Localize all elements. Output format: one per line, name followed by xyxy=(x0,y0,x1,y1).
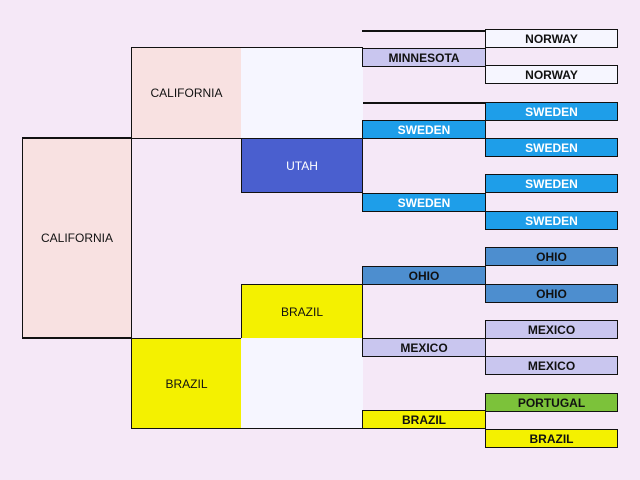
person-gen5-5: SWEDEN xyxy=(485,174,618,193)
person-gen3-3: BRAZIL xyxy=(241,284,363,339)
person-gen4-2: SWEDEN xyxy=(362,120,486,139)
person-gen5-11: PORTUGAL xyxy=(485,393,618,412)
person-gen5-9: MEXICO xyxy=(485,320,618,339)
connector-line xyxy=(362,30,486,32)
person-gen2-1: CALIFORNIA xyxy=(131,47,242,139)
person-gen5-2: NORWAY xyxy=(485,65,618,84)
person-gen2-2: BRAZIL xyxy=(131,338,242,429)
person-gen5-3: SWEDEN xyxy=(485,102,618,121)
person-gen4-4: OHIO xyxy=(362,266,486,285)
person-gen3-1 xyxy=(241,48,363,138)
person-gen5-4: SWEDEN xyxy=(485,138,618,157)
person-gen4-1: MINNESOTA xyxy=(362,48,486,67)
person-gen4-3: SWEDEN xyxy=(362,193,486,212)
person-gen5-7: OHIO xyxy=(485,247,618,266)
person-gen5-12: BRAZIL xyxy=(485,429,618,448)
person-gen4-5: MEXICO xyxy=(362,338,486,357)
person-gen3-2: UTAH xyxy=(241,138,363,193)
connector-line xyxy=(241,47,363,49)
person-gen4-6: BRAZIL xyxy=(362,410,486,429)
connector-line xyxy=(362,102,486,104)
person-gen3-4 xyxy=(241,338,363,428)
person-gen5-8: OHIO xyxy=(485,284,618,303)
connector-line xyxy=(22,137,132,139)
person-gen1: CALIFORNIA xyxy=(22,138,132,338)
person-gen5-6: SWEDEN xyxy=(485,211,618,230)
person-gen5-10: MEXICO xyxy=(485,356,618,375)
person-gen5-1: NORWAY xyxy=(485,29,618,48)
